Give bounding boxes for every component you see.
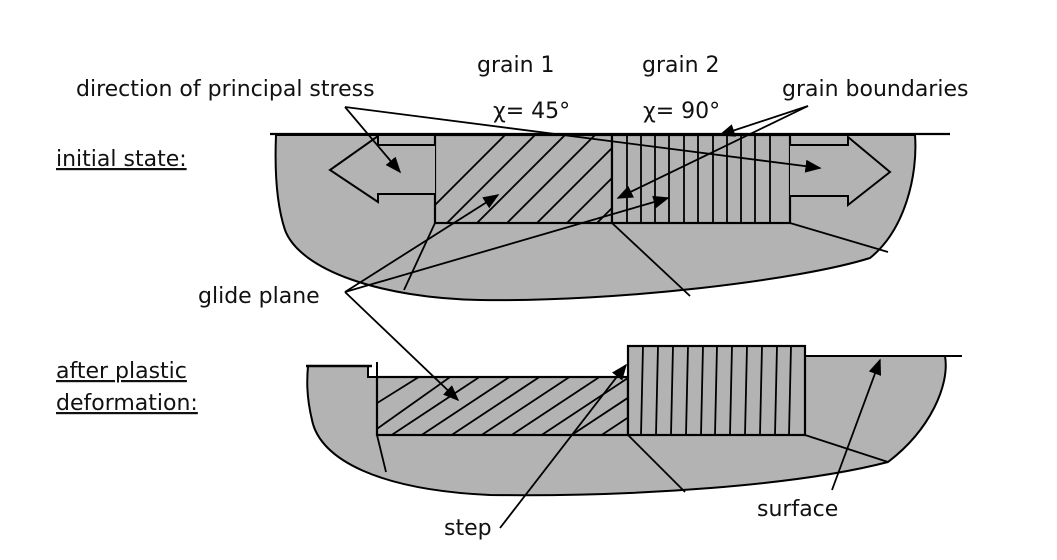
- label-glide-plane: glide plane: [198, 284, 320, 309]
- label-after-line1: after plastic: [56, 359, 187, 384]
- grain2-initial: [610, 133, 792, 225]
- deformed-specimen: [306, 344, 962, 497]
- label-initial-state: initial state:: [56, 147, 187, 172]
- label-grain2: grain 2: [642, 53, 720, 78]
- label-grain1: grain 1: [477, 53, 555, 78]
- initial-state-specimen: [270, 132, 950, 302]
- label-grain2-angle: χ= 90°: [643, 99, 720, 124]
- label-grain-boundaries: grain boundaries: [782, 77, 968, 102]
- label-grain1-angle: χ= 45°: [493, 99, 570, 124]
- annotation-leaders: [344, 105, 882, 529]
- grain2-deformed: [626, 344, 807, 437]
- top-grain-boundaries: [403, 222, 889, 297]
- stress-arrow-right-icon: [790, 134, 892, 208]
- label-step: step: [444, 516, 492, 541]
- label-principal-stress: direction of principal stress: [76, 77, 375, 102]
- label-after-line2: deformation:: [56, 391, 198, 416]
- grain1-deformed: [375, 375, 630, 437]
- label-surface: surface: [757, 497, 838, 522]
